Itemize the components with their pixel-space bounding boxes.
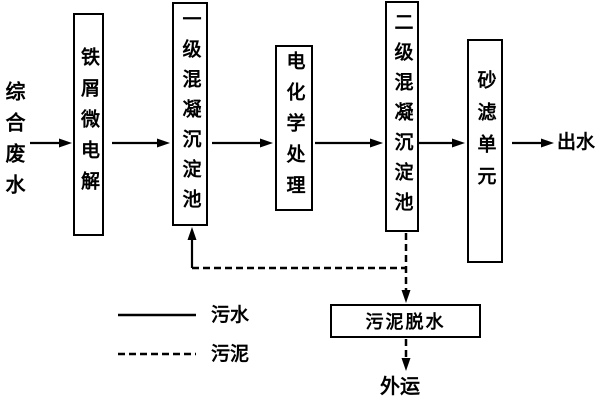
legend-label-sludge: 污泥 [211,344,250,365]
sludge-dewatering-box: 污泥脱水 [330,304,481,338]
process-box-label: 砂滤单元 [474,70,496,198]
process-box-label: 二级混凝沉淀池 [391,11,413,222]
process-box-secondary-coagulation-sedimentation: 二级混凝沉淀池 [385,1,419,232]
input-label: 综合废水 [1,81,25,205]
flow-arrow-influent [30,138,72,148]
legend-label-sewage: 污水 [211,305,250,326]
sludge-arrowhead-disposal [401,358,411,371]
flow-arrow-1-to-2 [112,138,170,148]
disposal-label: 外运 [380,376,420,398]
input-label-text: 综合废水 [2,81,24,205]
flow-arrow-2-to-3 [212,138,273,148]
process-box-label: 一级混凝沉淀池 [179,9,201,219]
flow-arrow-effluent [512,138,554,148]
process-box-sand-filter: 砂滤单元 [467,39,503,263]
flow-arrow-3-to-4 [315,138,383,148]
output-label: 出水 [557,132,596,153]
sludge-arrowhead-dewatering [401,290,411,303]
process-box-electrochemical-treatment: 电化学处理 [275,45,313,211]
sludge-return-arrow [187,227,197,268]
flow-arrow-4-to-5 [419,138,465,148]
sludge-dewatering-label: 污泥脱水 [365,312,446,332]
process-box-label: 电化学处理 [283,50,305,206]
process-box-primary-coagulation-sedimentation: 一级混凝沉淀池 [172,2,208,226]
process-box-iron-microelectrolysis: 铁屑微电解 [73,13,104,236]
process-box-label: 铁屑微电解 [78,47,99,202]
